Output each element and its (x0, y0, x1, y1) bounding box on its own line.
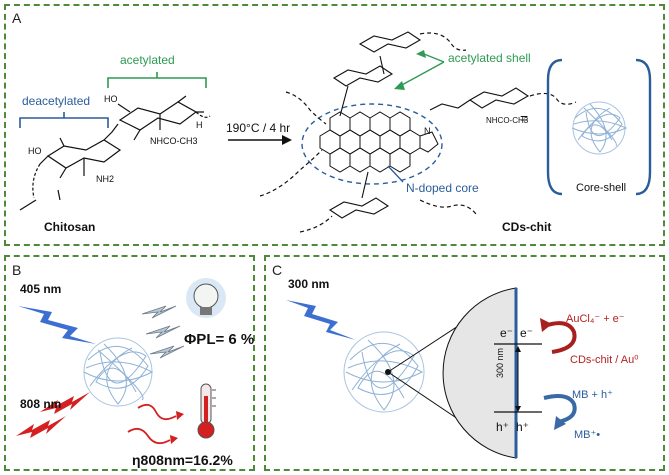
panel-b-label: B (12, 262, 22, 278)
panel-a-label: A (12, 10, 22, 26)
left-paren (546, 58, 563, 196)
mb-rad-label: MB⁺• (574, 429, 601, 441)
laser-808-icon (16, 392, 90, 438)
electron-left: e⁻ (500, 326, 514, 340)
panel-b (4, 255, 255, 471)
laser-405-icon (18, 306, 96, 344)
acetylated-label: acetylated (120, 53, 175, 67)
core-shell-label: Core-shell (576, 182, 627, 194)
size-300nm: 300 nm (495, 347, 505, 378)
emission-bolts (141, 305, 185, 359)
nh2-label: NH2 (96, 174, 115, 184)
core-ellipse (301, 103, 443, 185)
deacetylated-label: deacetylated (22, 94, 91, 108)
nm405-label: 405 nm (20, 282, 62, 296)
core-shell-particle (571, 101, 628, 155)
shell-sugars (328, 31, 530, 219)
hole-right: h⁺ (516, 420, 530, 434)
polymer-chains (259, 32, 577, 233)
ho-label-2: HO (28, 146, 42, 156)
deacetylated-bracket (19, 112, 109, 128)
half-disc (442, 287, 517, 459)
graphitic-core (319, 111, 439, 173)
core-pointer (387, 165, 404, 183)
nm808-label: 808 nm (20, 397, 62, 411)
chitosan-label: Chitosan (44, 220, 96, 234)
thermometer-icon (197, 383, 216, 439)
ho-label-1: HO (104, 94, 118, 104)
mb-h-label: MB + h⁺ (572, 389, 613, 401)
light-bulb-icon (186, 278, 226, 318)
chitosan-structure (19, 95, 211, 211)
electron-right: e⁻ (520, 326, 534, 340)
panel-c-label: C (272, 262, 283, 278)
aucl4-label: AuCl₄⁻ + e⁻ (566, 313, 625, 325)
n-doped-core-label: N-doped core (406, 181, 479, 195)
nhco-label: NHCO-CH3 (150, 136, 198, 146)
nm300-label: 300 nm (288, 277, 330, 291)
conditions-label: 190°C / 4 hr (226, 121, 291, 135)
heat-arrows (127, 403, 177, 445)
nhco-small-label: NHCO-CH3 (486, 116, 529, 125)
oxidation-arrow (543, 394, 577, 424)
cds-chit-label: CDs-chit (502, 220, 552, 234)
acetylated-shell-label: acetylated shell (448, 51, 531, 65)
reduction-arrow (543, 321, 577, 354)
particle-c (343, 331, 425, 413)
eta-label: η808nm=16.2% (132, 452, 233, 468)
acetylated-bracket (107, 72, 207, 88)
equals-sign: = (520, 110, 529, 126)
laser-300-icon (286, 300, 356, 340)
panel-c (264, 255, 665, 471)
particle-b (83, 337, 154, 407)
h-label: H (196, 120, 203, 130)
hole-left: h⁺ (496, 420, 510, 434)
shell-pointers (399, 53, 445, 87)
nitrogen-label: N (424, 126, 431, 136)
right-paren (635, 58, 652, 196)
panel-a (4, 4, 665, 246)
cds-au-label: CDs-chit / Au⁰ (570, 354, 639, 366)
phi-pl-label: ΦPL= 6 % (184, 331, 255, 348)
